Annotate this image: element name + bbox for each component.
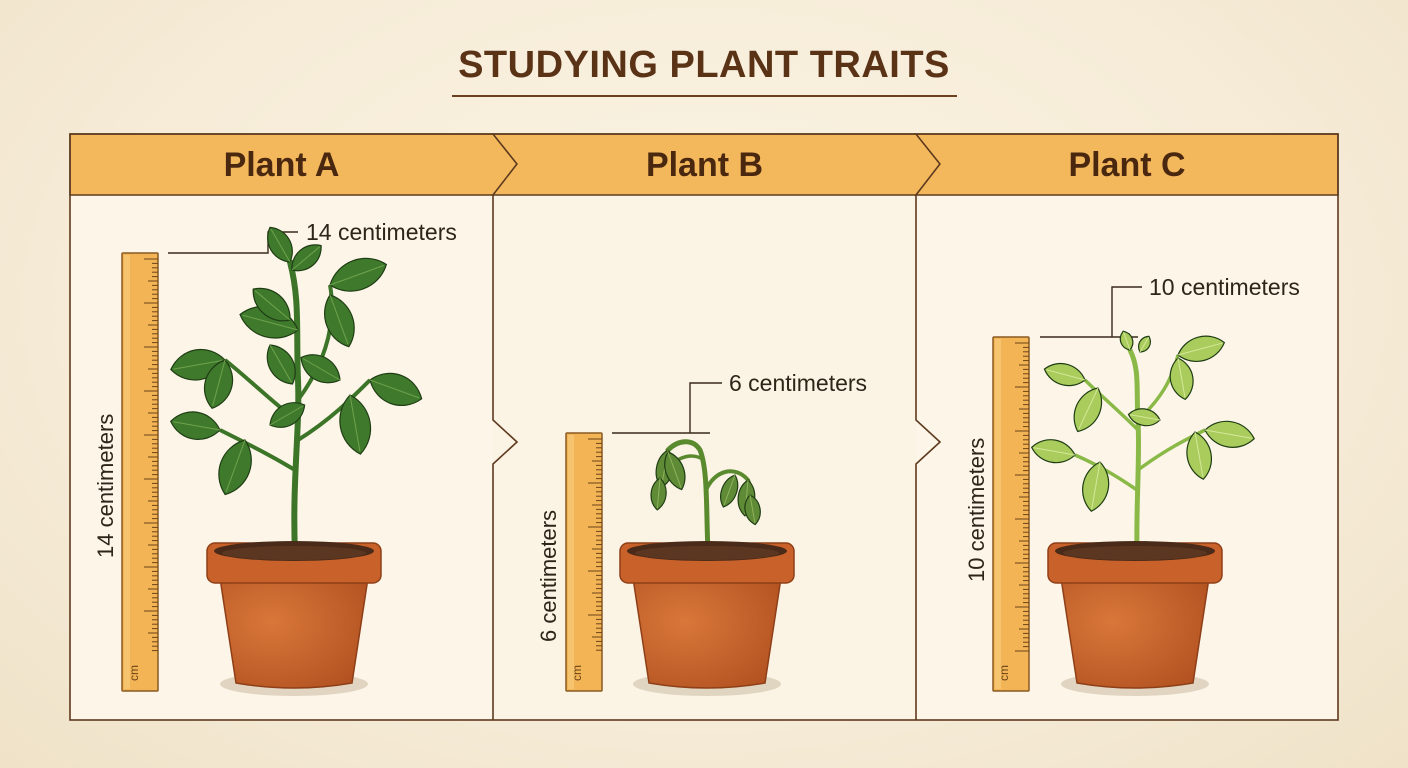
leaf <box>266 344 296 385</box>
leaf <box>744 494 761 526</box>
leaf <box>1119 330 1134 351</box>
leaf <box>1082 461 1110 512</box>
plant-b-ruler-label: 6 centimeters <box>536 509 561 642</box>
ruler-b-unit: cm <box>570 665 584 681</box>
leader-b <box>612 382 722 434</box>
leaf <box>203 359 234 410</box>
leaf <box>267 226 293 263</box>
plant-c-ruler-label: 10 centimeters <box>964 437 989 582</box>
leaf <box>1177 335 1226 362</box>
plant-a-height-label: 14 centimeters <box>306 219 457 245</box>
leaf <box>720 474 739 508</box>
plant-b-height-label: 6 centimeters <box>729 370 868 396</box>
leaf <box>1186 431 1213 481</box>
ruler-ticks <box>1015 342 1029 652</box>
ruler-c-unit: cm <box>997 665 1011 681</box>
leaf <box>1204 420 1255 448</box>
leaf <box>650 477 667 511</box>
leaf <box>1169 357 1194 401</box>
plant-c <box>1030 330 1255 556</box>
leaf <box>218 439 252 496</box>
leaf <box>369 372 423 407</box>
panel-borders <box>69 133 1339 721</box>
leaf <box>1073 387 1103 433</box>
ruler-a <box>121 252 159 692</box>
leaf <box>339 394 372 455</box>
ruler-b <box>565 432 603 692</box>
ruler-a-unit: cm <box>127 665 141 681</box>
leaf <box>324 294 355 348</box>
leaf <box>1138 335 1151 353</box>
pot-a <box>206 541 382 696</box>
header-band <box>69 133 1339 196</box>
leaf <box>1043 362 1086 387</box>
plant-a-header: Plant A <box>223 146 340 184</box>
ruler-ticks <box>588 438 602 651</box>
leaf <box>291 244 322 272</box>
leaf <box>300 354 341 384</box>
leaf <box>329 257 388 292</box>
ruler-c <box>992 336 1030 692</box>
plant-c-height-label: 10 centimeters <box>1149 274 1300 300</box>
plant-c-header: Plant C <box>1068 146 1186 184</box>
page-title: STUDYING PLANT TRAITS <box>458 44 950 86</box>
title-underline <box>452 95 957 97</box>
plant-a-ruler-label: 14 centimeters <box>93 413 118 558</box>
leaf <box>664 451 686 491</box>
plant-b <box>650 439 761 554</box>
pot-c <box>1047 541 1223 696</box>
plant-b-header: Plant B <box>645 146 764 184</box>
leader-c <box>1040 286 1142 338</box>
leaf <box>1127 408 1161 427</box>
leaf <box>252 287 291 322</box>
leaf <box>1030 439 1076 464</box>
ruler-ticks <box>144 258 158 652</box>
leaf <box>170 411 221 440</box>
leaf <box>269 402 306 428</box>
pot-b <box>619 541 795 696</box>
plant-a <box>170 226 423 556</box>
